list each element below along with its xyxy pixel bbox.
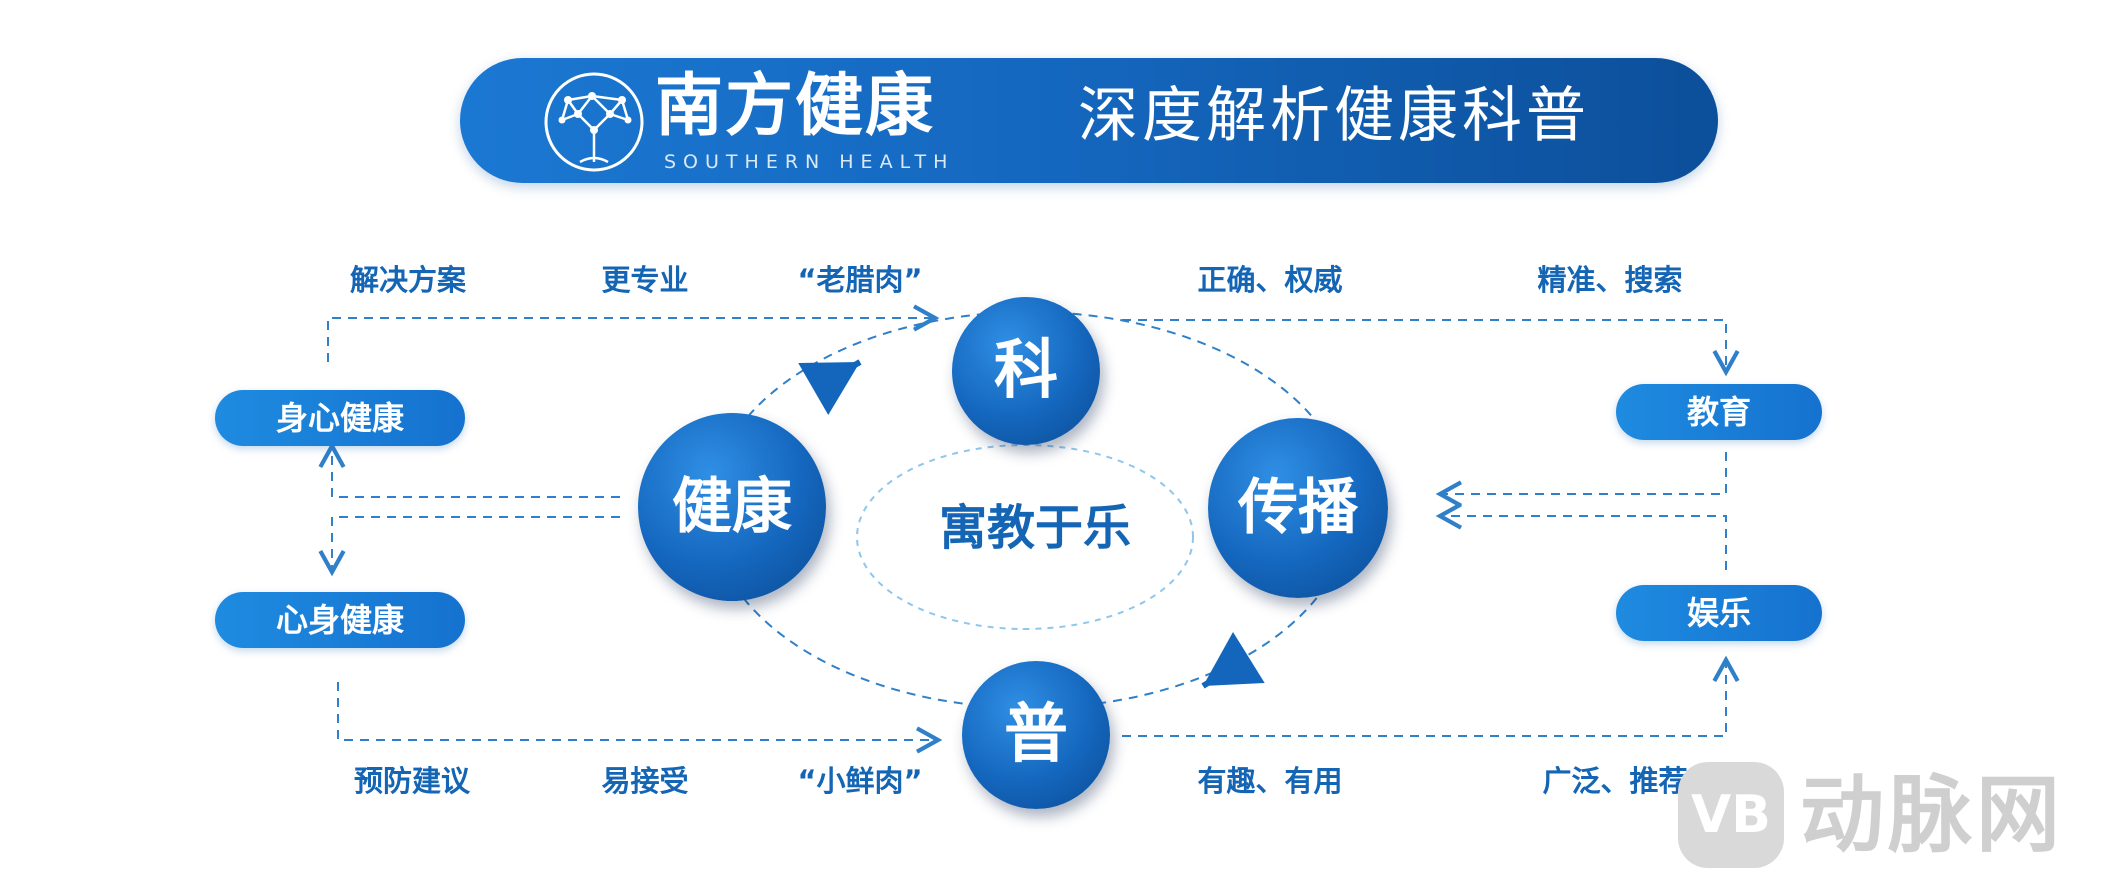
watermark-text: 动脉网 bbox=[1800, 766, 2065, 864]
connector-education-to-spread bbox=[1435, 452, 1727, 508]
label-broad-recommend: 广泛、推荐 bbox=[1542, 764, 1688, 798]
label-easy-accept: 易接受 bbox=[601, 764, 689, 798]
label-fun-useful: 有趣、有用 bbox=[1197, 764, 1343, 798]
label-fresh-meat: “小鲜肉” bbox=[797, 764, 923, 798]
pill-education: 教育 bbox=[1616, 384, 1822, 440]
connector-bottom-left bbox=[337, 682, 943, 754]
brand-name: 南方健康 bbox=[655, 67, 936, 146]
label-old-bacon: “老腊肉” bbox=[797, 263, 923, 297]
tree-network-icon bbox=[544, 72, 644, 172]
cycle-arrow-upper bbox=[798, 359, 862, 415]
label-prevention-advice: 预防建议 bbox=[353, 764, 470, 798]
connector-health-to-mindbody bbox=[318, 516, 620, 577]
circle-popular: 普 bbox=[962, 661, 1110, 809]
label-correct-authority: 正确、权威 bbox=[1197, 263, 1343, 297]
pill-body-mind-health: 身心健康 bbox=[215, 390, 465, 446]
circle-health: 健康 bbox=[638, 413, 826, 601]
circle-science: 科 bbox=[952, 297, 1100, 445]
circle-spread: 传播 bbox=[1208, 418, 1388, 598]
connector-top-right bbox=[1122, 319, 1740, 377]
connector-bottom-right bbox=[1122, 655, 1740, 737]
label-precise-search: 精准、搜索 bbox=[1537, 263, 1683, 297]
label-more-professional: 更专业 bbox=[601, 263, 689, 297]
header-slogan: 深度解析健康科普 bbox=[1078, 81, 1590, 151]
watermark-badge bbox=[1678, 762, 1784, 868]
brand-name-english: SOUTHERN HEALTH bbox=[664, 151, 955, 173]
inner-ellipse bbox=[856, 444, 1194, 630]
header-banner bbox=[460, 58, 1718, 183]
connector-top-left bbox=[327, 304, 940, 362]
connector-health-to-bodymind bbox=[318, 441, 620, 498]
pill-entertainment: 娱乐 bbox=[1616, 585, 1822, 641]
pill-mind-body-health: 心身健康 bbox=[215, 592, 465, 648]
connector-entertainment-to-spread bbox=[1435, 502, 1727, 570]
center-text-edutainment: 寓教于乐 bbox=[938, 500, 1131, 556]
label-solution: 解决方案 bbox=[349, 263, 466, 297]
cycle-arrow-lower bbox=[1201, 632, 1265, 689]
watermark-badge-text: VB bbox=[1691, 785, 1771, 845]
